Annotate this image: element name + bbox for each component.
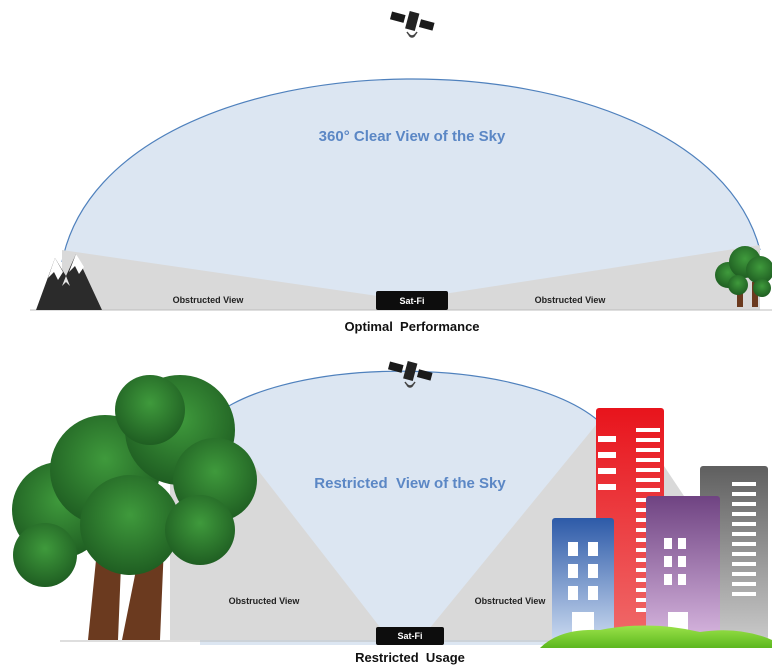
top-satellite-icon — [389, 11, 435, 38]
top-sat-fi-device: Sat-Fi — [376, 291, 448, 310]
bottom-panel: Restricted View of the Sky Obstructed Vi… — [12, 361, 772, 665]
bottom-satellite-icon — [387, 361, 433, 388]
top-device-label: Sat-Fi — [399, 296, 424, 306]
top-obstructed-right — [405, 245, 760, 310]
bottom-obstructed-left-label: Obstructed View — [229, 596, 301, 606]
bottom-sky-label: Restricted View of the Sky — [314, 475, 506, 492]
top-sky-dome-outline — [61, 78, 761, 263]
top-sky-dome — [62, 78, 760, 308]
bottom-tree-icon — [12, 375, 257, 640]
top-caption: Optimal Performance — [344, 319, 479, 334]
top-obstructed-left-label: Obstructed View — [173, 295, 245, 305]
top-sky-label: 360° Clear View of the Sky — [319, 128, 506, 145]
top-tree-icon — [715, 246, 772, 307]
top-panel: 360° Clear View of the Sky Obstructed Vi… — [30, 11, 772, 334]
bottom-obstructed-right-label: Obstructed View — [475, 596, 547, 606]
bottom-device-label: Sat-Fi — [397, 631, 422, 641]
bottom-sat-fi-device: Sat-Fi — [376, 627, 444, 645]
top-obstructed-left — [62, 250, 405, 310]
grass-mound — [540, 625, 772, 648]
building-icon — [540, 408, 772, 648]
bottom-caption: Restricted Usage — [355, 650, 465, 665]
mountain-icon — [36, 254, 102, 310]
top-obstructed-right-label: Obstructed View — [535, 295, 607, 305]
